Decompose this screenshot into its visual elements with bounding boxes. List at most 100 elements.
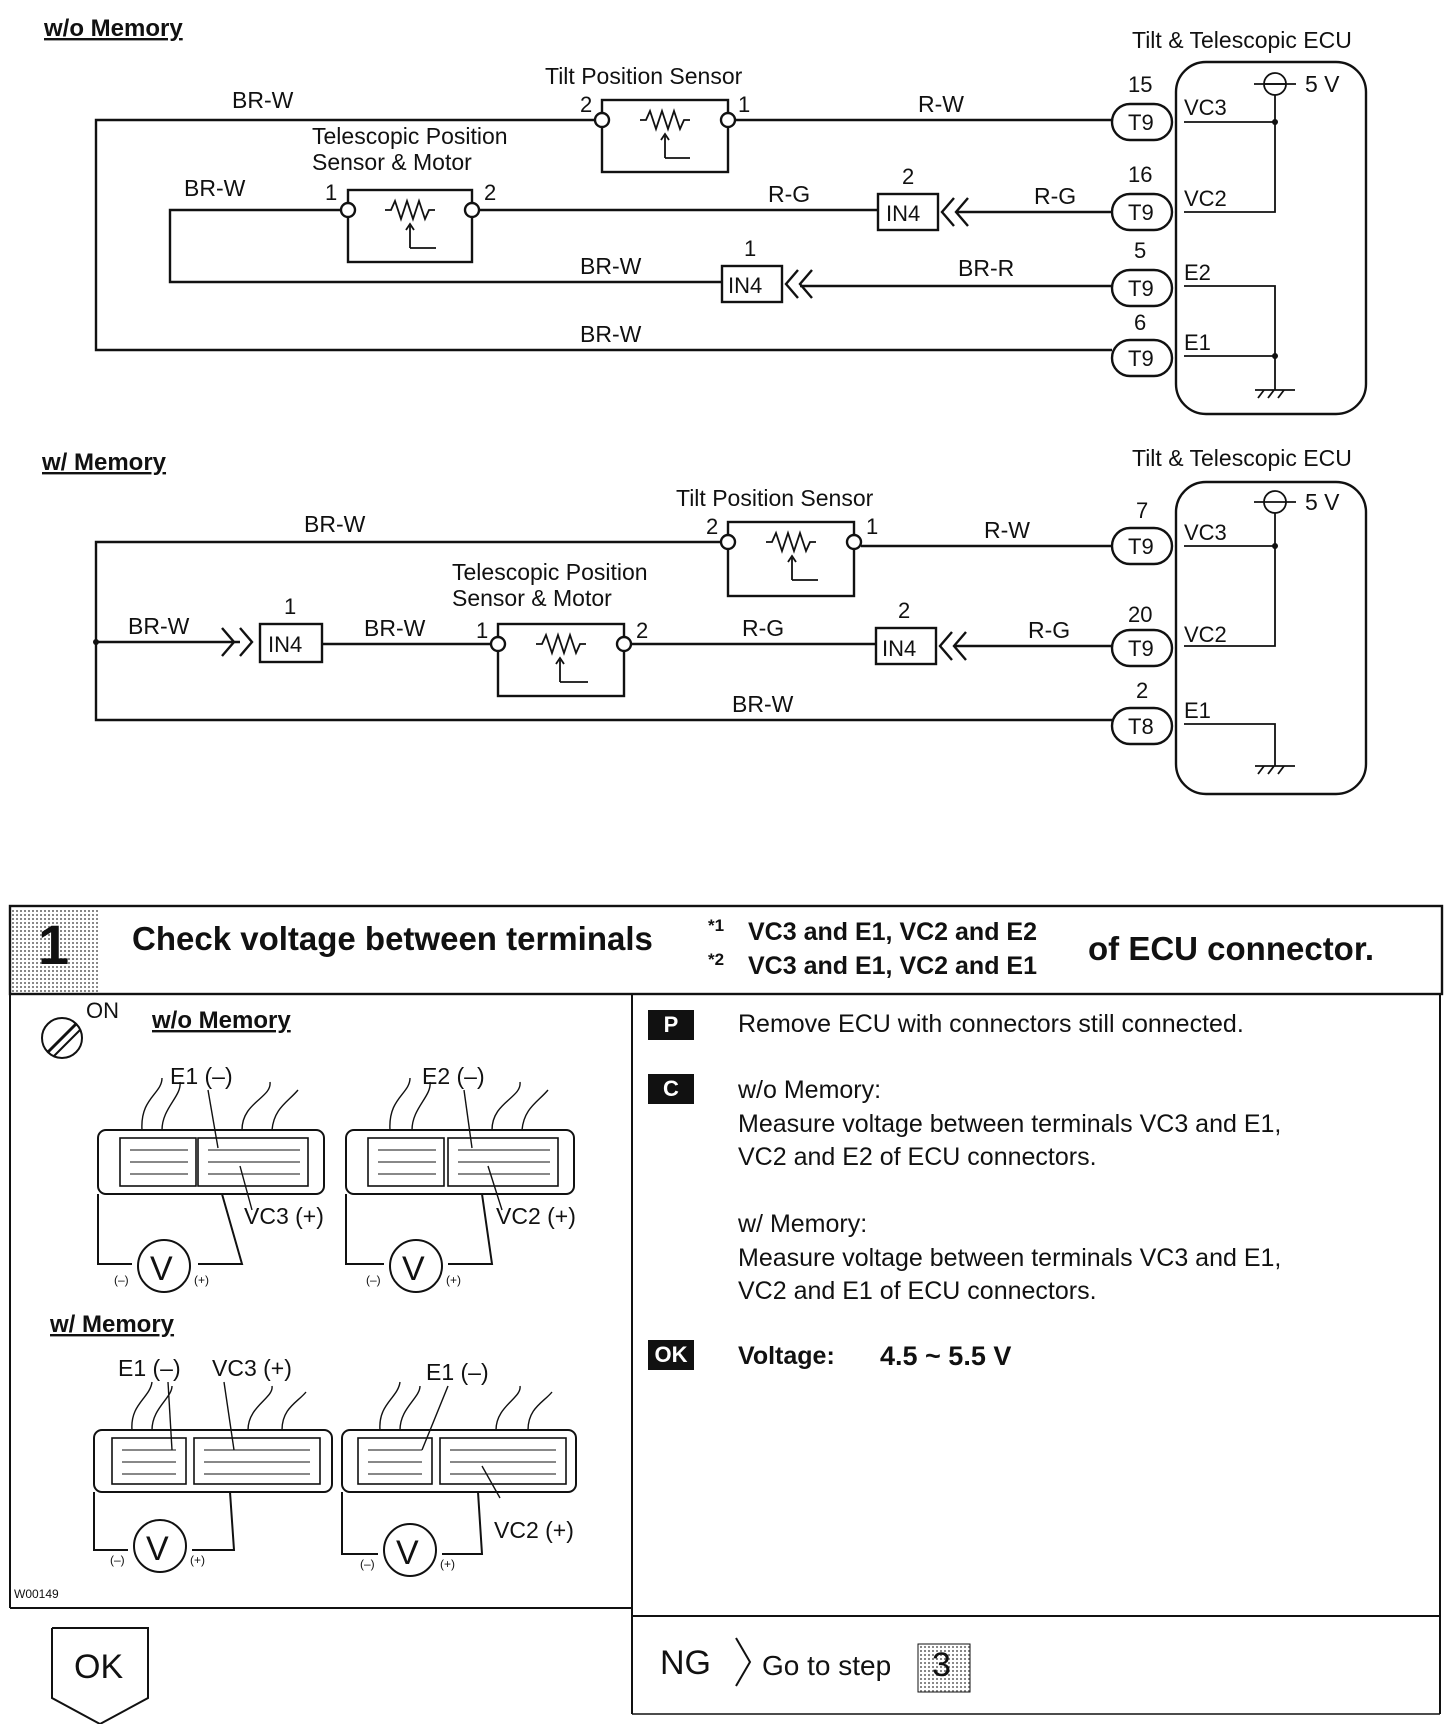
ecu-pin-e1-w: 2 T8 E1 <box>1110 678 1211 746</box>
svg-text:E1: E1 <box>1184 330 1211 355</box>
junction-in4-w-1 <box>258 622 324 664</box>
step-title-tail: of ECU connector. <box>1088 930 1375 967</box>
ecu-title-w: Tilt & Telescopic ECU <box>1132 445 1352 471</box>
label-vc3-pos-wo: VC3 (+) <box>244 1203 324 1229</box>
wiring-diagram: w/o Memory Tilt & Telescopic ECU 5 V 15 … <box>41 15 1368 796</box>
junction-in4-wo-1 <box>876 192 940 232</box>
svg-text:T9: T9 <box>1128 200 1154 225</box>
connector-illustrations: ON w/o Memory E1 (–) VC3 (+) V (–) (+) E… <box>14 998 577 1601</box>
svg-text:2: 2 <box>902 164 914 189</box>
svg-text:1: 1 <box>476 618 488 643</box>
label-e1-neg-w1: E1 (–) <box>118 1355 181 1381</box>
svg-text:V: V <box>402 1250 425 1288</box>
svg-text:T9: T9 <box>1128 346 1154 371</box>
ignition-on-label: ON <box>86 998 119 1023</box>
tilt-sensor-label-wo: Tilt Position Sensor <box>545 63 743 89</box>
ecu-pin-vc2-wo: 16 T9 VC2 <box>1110 162 1227 232</box>
option2-mark: *2 <box>708 950 725 969</box>
svg-text:VC2: VC2 <box>1184 622 1227 647</box>
wire-label-rg-wo-1: R-G <box>768 181 810 207</box>
wire-label-brw-3: BR-W <box>580 253 642 279</box>
svg-text:1: 1 <box>325 180 337 205</box>
wire-label-brw-w4: BR-W <box>732 691 794 717</box>
svg-text:VC3: VC3 <box>1184 520 1227 545</box>
illus-wo-memory: w/o Memory <box>151 1007 291 1034</box>
svg-text:V: V <box>396 1534 419 1572</box>
voltmeter-icon-4 <box>383 1523 437 1577</box>
svg-text:(–): (–) <box>110 1553 125 1567</box>
label-e2-neg-wo: E2 (–) <box>422 1063 485 1089</box>
check-wo-text: Measure voltage between terminals VC3 an… <box>738 1110 1282 1171</box>
figure-code: W00149 <box>14 1587 59 1601</box>
svg-text:(–): (–) <box>366 1273 381 1287</box>
svg-text:(+): (+) <box>440 1557 455 1571</box>
w-memory-header: w/ Memory <box>41 449 167 476</box>
wire-label-brw-w3: BR-W <box>364 615 426 641</box>
ecu-box-w <box>1174 480 1368 796</box>
svg-text:T9: T9 <box>1128 110 1154 135</box>
go-step-box <box>917 1643 971 1693</box>
wo-memory-header: w/o Memory <box>43 15 183 42</box>
label-e1-neg-w2: E1 (–) <box>426 1359 489 1385</box>
ecu-connector-w-1 <box>93 1381 333 1493</box>
label-vc2-pos-wo: VC2 (+) <box>496 1203 576 1229</box>
svg-text:2: 2 <box>484 180 496 205</box>
svg-text:V: V <box>150 1250 173 1288</box>
svg-text:T9: T9 <box>1128 534 1154 559</box>
svg-text:1: 1 <box>744 236 756 261</box>
go-to-step-number: 3 <box>932 1646 951 1684</box>
tilt-sensor-wo <box>593 98 737 174</box>
svg-text:IN4: IN4 <box>886 201 920 226</box>
svg-text:(+): (+) <box>194 1273 209 1287</box>
svg-text:VC3: VC3 <box>1184 95 1227 120</box>
wire-label-brw-w2: BR-W <box>128 613 190 639</box>
svg-text:5: 5 <box>1134 238 1146 263</box>
tele-sensor-label2-w: Sensor & Motor <box>452 585 612 611</box>
wire-label-rw-w: R-W <box>984 517 1030 543</box>
svg-text:(+): (+) <box>446 1273 461 1287</box>
ecu-pin-vc3-wo: 15 T9 VC3 <box>1110 72 1227 142</box>
tele-sensor-wo <box>339 188 481 264</box>
check-w-text: Measure voltage between terminals VC3 an… <box>738 1244 1282 1305</box>
svg-text:(+): (+) <box>190 1553 205 1567</box>
tele-sensor-label1-wo: Telescopic Position <box>312 123 508 149</box>
wire-label-rg-w-1: R-G <box>742 615 784 641</box>
illus-w-memory: w/ Memory <box>49 1311 175 1338</box>
option1-mark: *1 <box>708 916 725 935</box>
wire-label-brr-wo: BR-R <box>958 255 1014 281</box>
tele-sensor-w <box>489 622 633 698</box>
tilt-sensor-label-w: Tilt Position Sensor <box>676 485 874 511</box>
svg-text:T9: T9 <box>1128 636 1154 661</box>
svg-text:IN4: IN4 <box>882 636 916 661</box>
svg-text:(–): (–) <box>360 1557 375 1571</box>
ok-result-arrow <box>51 1627 149 1724</box>
label-e1-neg-wo: E1 (–) <box>170 1063 233 1089</box>
svg-text:1: 1 <box>866 514 878 539</box>
ok-voltage-label: Voltage: <box>738 1342 835 1370</box>
ecu-pin-vc2-w: 20 T9 VC2 <box>1110 602 1227 668</box>
ecu-pin-e1-wo: 6 T9 E1 <box>1110 310 1211 378</box>
tilt-sensor-w <box>719 520 863 598</box>
svg-text:2: 2 <box>580 92 592 117</box>
svg-text:16: 16 <box>1128 162 1152 187</box>
check-wo-title: w/o Memory: <box>738 1076 882 1104</box>
ecu-connector-wo-2 <box>345 1077 575 1195</box>
svg-text:IN4: IN4 <box>268 632 302 657</box>
svg-text:6: 6 <box>1134 310 1146 335</box>
ok-voltage-value: 4.5 ~ 5.5 V <box>880 1341 1012 1371</box>
svg-text:1: 1 <box>738 92 750 117</box>
svg-text:VC2: VC2 <box>1184 186 1227 211</box>
voltmeter-icon-2 <box>389 1239 443 1293</box>
svg-text:2: 2 <box>636 618 648 643</box>
svg-text:2: 2 <box>898 598 910 623</box>
prep-text: Remove ECU with connectors still connect… <box>738 1010 1244 1038</box>
step-title: Check voltage between terminals <box>132 920 653 957</box>
step-panel-frame <box>8 904 1444 1724</box>
junction-in4-w-2 <box>874 626 938 666</box>
go-to-step-text: Go to step <box>762 1650 892 1681</box>
voltmeter-icon-3 <box>133 1519 187 1573</box>
voltmeter-icon-1 <box>137 1239 191 1293</box>
svg-text:20: 20 <box>1128 602 1152 627</box>
ignition-switch-icon <box>41 1017 83 1059</box>
label-vc3-pos-w: VC3 (+) <box>212 1355 292 1381</box>
